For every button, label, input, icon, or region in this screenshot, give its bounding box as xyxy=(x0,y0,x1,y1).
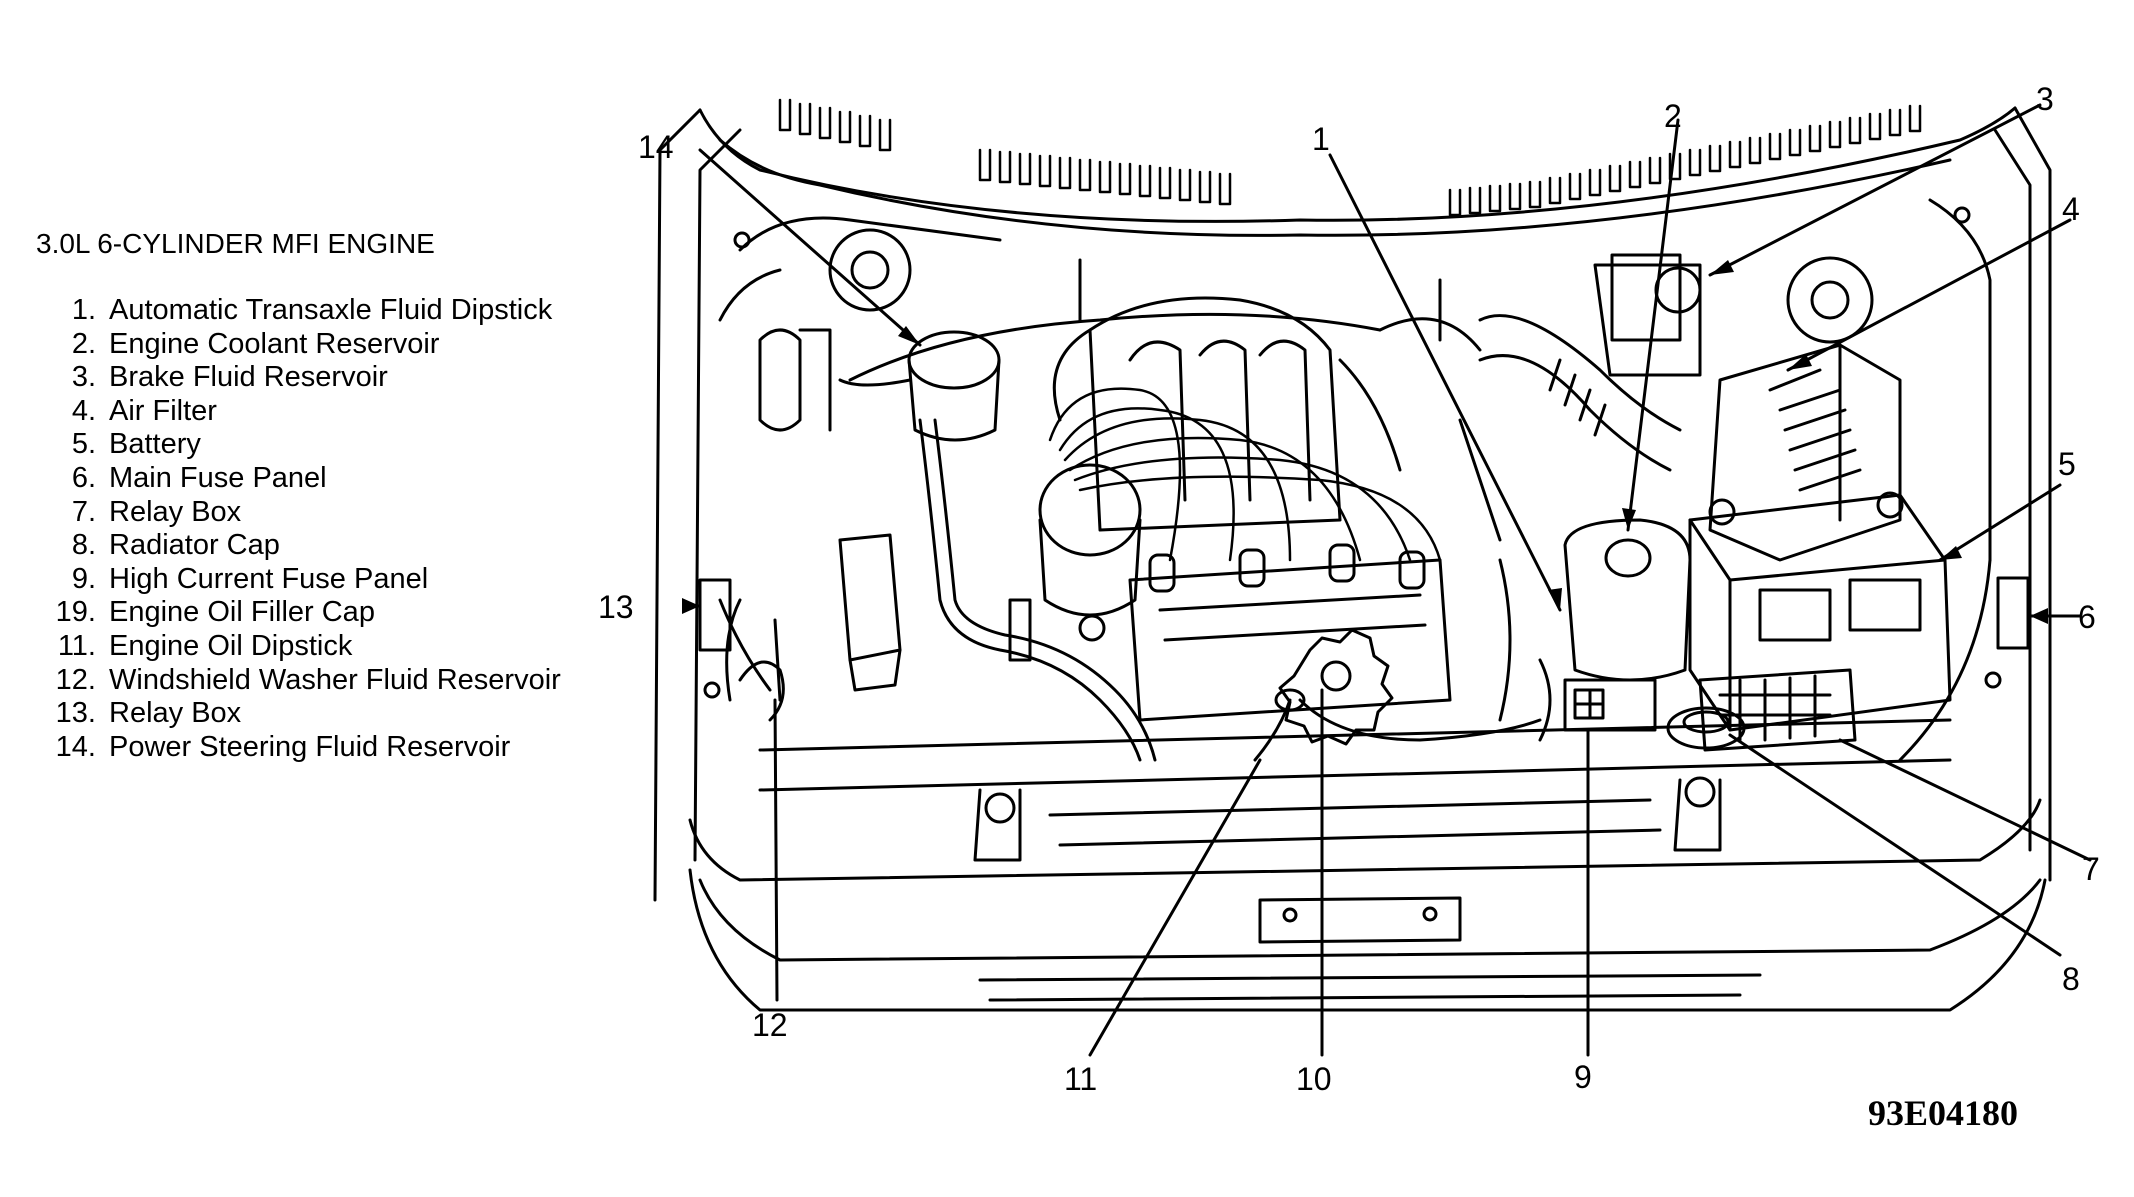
legend-item-text: Brake Fluid Reservoir xyxy=(109,361,388,394)
front-bumper xyxy=(688,798,2042,1002)
callout-9: 9 xyxy=(1574,1059,1592,1095)
legend-item-text: Main Fuse Panel xyxy=(109,461,327,494)
distributor xyxy=(1038,463,1142,642)
strut-towers xyxy=(828,228,1874,344)
air-intake-duct xyxy=(1478,314,1682,472)
main-fuse-panel xyxy=(1996,576,2030,650)
callout-numbers: 1 2 3 4 5 6 7 8 9 10 11 12 13 14 xyxy=(598,81,2100,1097)
callout-2: 2 xyxy=(1664,98,1682,134)
legend-item: 14. Power Steering Fluid Reservoir xyxy=(36,731,561,765)
leader-arrows xyxy=(682,260,2048,624)
oil-filler-cap xyxy=(1278,628,1394,746)
legend-item: 4. Air Filter xyxy=(36,395,561,429)
legend-item: 12. Windshield Washer Fluid Reservoir xyxy=(36,664,561,698)
power-steering-reservoir xyxy=(838,330,1001,442)
legend-title: 3.0L 6-CYLINDER MFI ENGINE xyxy=(36,228,435,259)
legend-item-text: Automatic Transaxle Fluid Dipstick xyxy=(109,294,553,326)
legend-item: 2. Engine Coolant Reservoir xyxy=(36,328,561,362)
callout-8: 8 xyxy=(2062,961,2080,997)
hood-outline xyxy=(653,106,2052,1012)
high-current-fuse-panel xyxy=(1563,678,1657,732)
legend-item-number: 6. xyxy=(71,461,96,494)
callout-10: 10 xyxy=(1296,1061,1332,1097)
hoses xyxy=(848,312,1482,762)
intake-manifold xyxy=(1052,296,1402,532)
coolant-reservoir xyxy=(1563,518,1692,682)
oil-dipstick xyxy=(1253,688,1306,762)
legend-item-text: Battery xyxy=(109,428,201,461)
callout-7: 7 xyxy=(2082,851,2100,887)
legend-item: 13. Relay Box xyxy=(36,697,561,731)
valve-cover xyxy=(1128,543,1452,722)
legend-item-number: 2. xyxy=(71,327,96,360)
legend-item-text: Relay Box xyxy=(109,495,242,528)
callout-6: 6 xyxy=(2078,599,2096,635)
legend-item: 3. Brake Fluid Reservoir xyxy=(36,361,561,395)
callout-14: 14 xyxy=(638,129,674,165)
hood-vents xyxy=(778,98,1922,217)
legend-item-number: 19. xyxy=(55,596,96,629)
radiator-support xyxy=(758,718,1952,862)
leader-lines xyxy=(683,103,2092,1057)
callout-11: 11 xyxy=(1064,1061,1097,1097)
legend-item-text: Relay Box xyxy=(109,697,242,730)
legend-item: 19. Engine Oil Filler Cap xyxy=(36,596,561,630)
left-relay-block xyxy=(838,533,902,692)
fender-walls xyxy=(703,198,2002,762)
callout-3: 3 xyxy=(2036,81,2054,117)
brake-fluid-reservoir xyxy=(1593,253,1702,377)
callout-4: 4 xyxy=(2062,191,2080,227)
legend-item-text: Power Steering Fluid Reservoir xyxy=(109,730,511,763)
legend-item-text: Engine Oil Filler Cap xyxy=(109,596,375,629)
legend-item-text: Windshield Washer Fluid Reservoir xyxy=(109,663,561,696)
legend-item-text: Engine Oil Dipstick xyxy=(109,629,353,662)
battery xyxy=(1688,491,1952,732)
legend-list: 1. Automatic Transaxle Fluid Dipstick 2. E… xyxy=(36,294,561,764)
spark-plug-wires xyxy=(1048,387,1442,562)
legend-item: 9. High Current Fuse Panel xyxy=(36,563,561,597)
legend-item-number: 1. xyxy=(71,294,96,326)
legend-item-number: 4. xyxy=(71,394,96,427)
legend-item-number: 7. xyxy=(71,495,96,528)
washer-fluid-reservoir xyxy=(725,598,785,722)
legend-item-number: 5. xyxy=(71,428,96,461)
legend-item: 5. Battery xyxy=(36,428,561,462)
legend-item: 11. Engine Oil Dipstick xyxy=(36,630,561,664)
callout-13: 13 xyxy=(598,589,634,625)
figure-code: 93E04180 xyxy=(1868,1093,2019,1133)
legend-item: 7. Relay Box xyxy=(36,496,561,530)
legend-item-number: 11. xyxy=(57,629,96,662)
legend-item-number: 13. xyxy=(55,697,96,730)
legend-item-text: Radiator Cap xyxy=(109,529,280,562)
legend-item-number: 8. xyxy=(71,529,96,562)
legend-item-number: 14. xyxy=(55,730,96,763)
legend-item: 6. Main Fuse Panel xyxy=(36,462,561,496)
callout-12: 12 xyxy=(752,1007,788,1043)
legend-item-text: High Current Fuse Panel xyxy=(109,562,429,595)
legend-item: 8. Radiator Cap xyxy=(36,529,561,563)
callout-5: 5 xyxy=(2058,446,2076,482)
misc-engine-parts xyxy=(758,258,1552,742)
legend-item: 1. Automatic Transaxle Fluid Dipstick xyxy=(36,294,561,328)
legend-item-number: 3. xyxy=(71,361,96,394)
legend-item-text: Engine Coolant Reservoir xyxy=(109,327,440,360)
legend-item-text: Air Filter xyxy=(109,394,217,427)
legend-item-number: 9. xyxy=(71,562,96,595)
callout-1: 1 xyxy=(1312,121,1330,157)
legend-item-number: 12. xyxy=(55,663,96,696)
relay-box-13 xyxy=(698,578,732,652)
air-filter xyxy=(1708,343,1902,562)
